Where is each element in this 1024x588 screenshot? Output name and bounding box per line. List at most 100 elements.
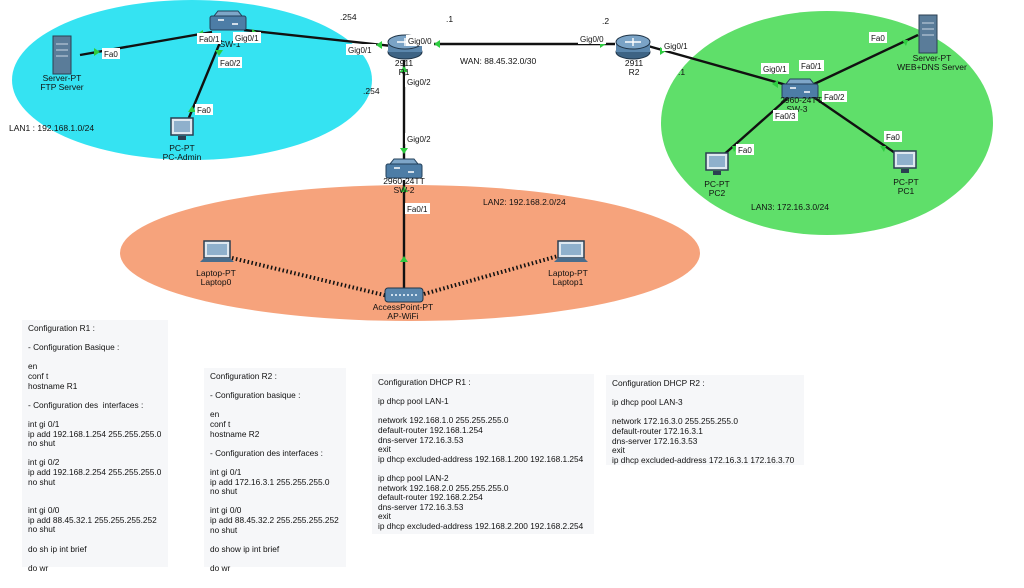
port-up-marker [400, 66, 408, 72]
config-line: network 172.16.3.0 255.255.255.0 [612, 416, 738, 427]
laptop1-icon[interactable] [554, 240, 588, 262]
device-name-label: SW-2 [393, 185, 414, 195]
config-line: dns-server 172.16.3.53 [378, 501, 464, 512]
svg-text:Fa0/3: Fa0/3 [775, 112, 796, 121]
config-dhcp-r1-panel: Configuration DHCP R1 : ip dhcp pool LAN-… [372, 374, 594, 534]
port-label: Gig0/1 [233, 32, 261, 43]
config-line: ip dhcp excluded-address 192.168.1.200 1… [378, 453, 584, 464]
device-type-label: 2960-24TT [780, 95, 822, 105]
link-sw3-pc1 [811, 95, 899, 156]
config-line: int gi 0/1 [28, 418, 60, 429]
svg-text:Gig0/1: Gig0/1 [235, 34, 259, 43]
switch-sw1-icon[interactable] [209, 10, 247, 31]
config-line: exit [612, 445, 625, 456]
config-line: ip dhcp pool LAN-3 [612, 397, 683, 408]
config-line: default-router 192.168.1.254 [378, 424, 483, 435]
config-line: do wr [210, 562, 231, 573]
port-label: Fa0 [884, 131, 902, 142]
config-line: - Configuration basique : [210, 390, 301, 401]
port-label: Fa0/2 [822, 91, 847, 102]
svg-text:Fa0/1: Fa0/1 [199, 35, 220, 44]
config-line: exit [378, 511, 391, 522]
access-point-icon[interactable] [384, 287, 424, 303]
config-line: default-router 192.168.2.254 [378, 492, 483, 503]
config-line: do sh ip int brief [28, 543, 87, 554]
lan3-label: LAN3: 172.16.3.0/24 [751, 202, 829, 212]
config-line [28, 554, 162, 564]
pc-admin-icon[interactable] [170, 117, 194, 140]
router-r2-icon[interactable] [615, 34, 651, 60]
port-label: Gig0/1 [761, 63, 789, 74]
ip-label: .1 [446, 14, 453, 24]
port-up-marker [400, 186, 408, 192]
svg-text:Gig0/0: Gig0/0 [408, 37, 432, 46]
config-line: no shut [28, 476, 56, 487]
lan2-label: LAN2: 192.168.2.0/24 [483, 197, 566, 207]
config-line: dns-server 172.16.3.53 [612, 435, 698, 446]
port-up-marker [400, 148, 408, 154]
port-label: Gig0/2 [405, 76, 433, 87]
config-line: en [210, 409, 220, 420]
svg-text:Fa0/1: Fa0/1 [407, 205, 428, 214]
config-line: - Configuration Basique : [28, 342, 120, 353]
port-label: Gig0/2 [405, 133, 433, 144]
svg-text:Fa0: Fa0 [871, 34, 885, 43]
config-line [28, 487, 162, 497]
wireless-links [231, 254, 559, 298]
device-name-label: SW-3 [786, 104, 807, 114]
port-label: Fa0/1 [405, 203, 430, 214]
port-label: Gig0/0 [578, 33, 606, 44]
config-line: hostname R2 [210, 428, 260, 439]
device-type-label: Laptop-PT [196, 268, 236, 278]
config-line: ip dhcp pool LAN-1 [378, 396, 449, 407]
pc1-icon[interactable] [893, 150, 917, 173]
config-line: exit [378, 444, 391, 455]
web-dns-server-icon[interactable] [918, 14, 938, 54]
svg-text:Fa0: Fa0 [104, 50, 118, 59]
switch-sw3-icon[interactable] [781, 78, 819, 99]
svg-text:Gig0/1: Gig0/1 [763, 65, 787, 74]
port-up-marker [215, 50, 223, 56]
svg-text:Fa0: Fa0 [738, 146, 752, 155]
device-name-label: PC2 [709, 188, 726, 198]
device-type-label: Laptop-PT [548, 268, 588, 278]
pc2-icon[interactable] [705, 152, 729, 175]
port-label: Fa0 [102, 48, 120, 59]
config-line: ip dhcp excluded-address 172.16.3.1 172.… [612, 454, 795, 465]
svg-text:Fa0/2: Fa0/2 [824, 93, 845, 102]
router-r1-icon[interactable] [387, 34, 423, 60]
ip-label: .1 [678, 67, 685, 77]
svg-text:Fa0: Fa0 [886, 133, 900, 142]
svg-text:Gig0/1: Gig0/1 [664, 42, 688, 51]
device-name-label: R1 [399, 67, 410, 77]
port-up-marker [772, 80, 778, 88]
device-type-label: 2911 [395, 58, 414, 68]
device-type-label: 2960-24TT [383, 176, 425, 186]
config-line: default-router 172.16.3.1 [612, 425, 703, 436]
link-r2-sw3 [647, 44, 791, 88]
device-name-label: Laptop1 [553, 277, 584, 287]
device-name-label: FTP Server [40, 82, 83, 92]
laptop0-icon[interactable] [200, 240, 234, 262]
port-up-marker [94, 48, 100, 56]
config-line: Configuration DHCP R2 : [612, 378, 705, 388]
config-line: do wr [28, 562, 49, 573]
lan1-zone [12, 0, 372, 160]
config-line: Configuration R2 : [210, 371, 277, 381]
config-line [210, 401, 340, 411]
device-name-label: SW-1 [219, 39, 240, 49]
switch-sw2-icon[interactable] [385, 158, 423, 179]
port-label: Gig0/0 [406, 35, 434, 46]
svg-text:Gig0/2: Gig0/2 [407, 135, 431, 144]
port-label: Gig0/1 [346, 44, 376, 55]
config-r1-panel: Configuration R1 :- Configuration Basiqu… [22, 320, 168, 572]
config-line: Configuration DHCP R1 : [378, 377, 471, 387]
device-name-label: PC1 [898, 186, 915, 196]
svg-text:Gig0/1: Gig0/1 [348, 46, 372, 55]
ftp-server-icon[interactable] [52, 35, 72, 75]
config-line: ip add 88.45.32.1 255.255.255.252 [28, 514, 157, 525]
link-sw3-pc2 [719, 95, 791, 159]
wan-label: WAN: 88.45.32.0/30 [460, 56, 537, 66]
wifi-link-laptop0 [231, 256, 389, 298]
